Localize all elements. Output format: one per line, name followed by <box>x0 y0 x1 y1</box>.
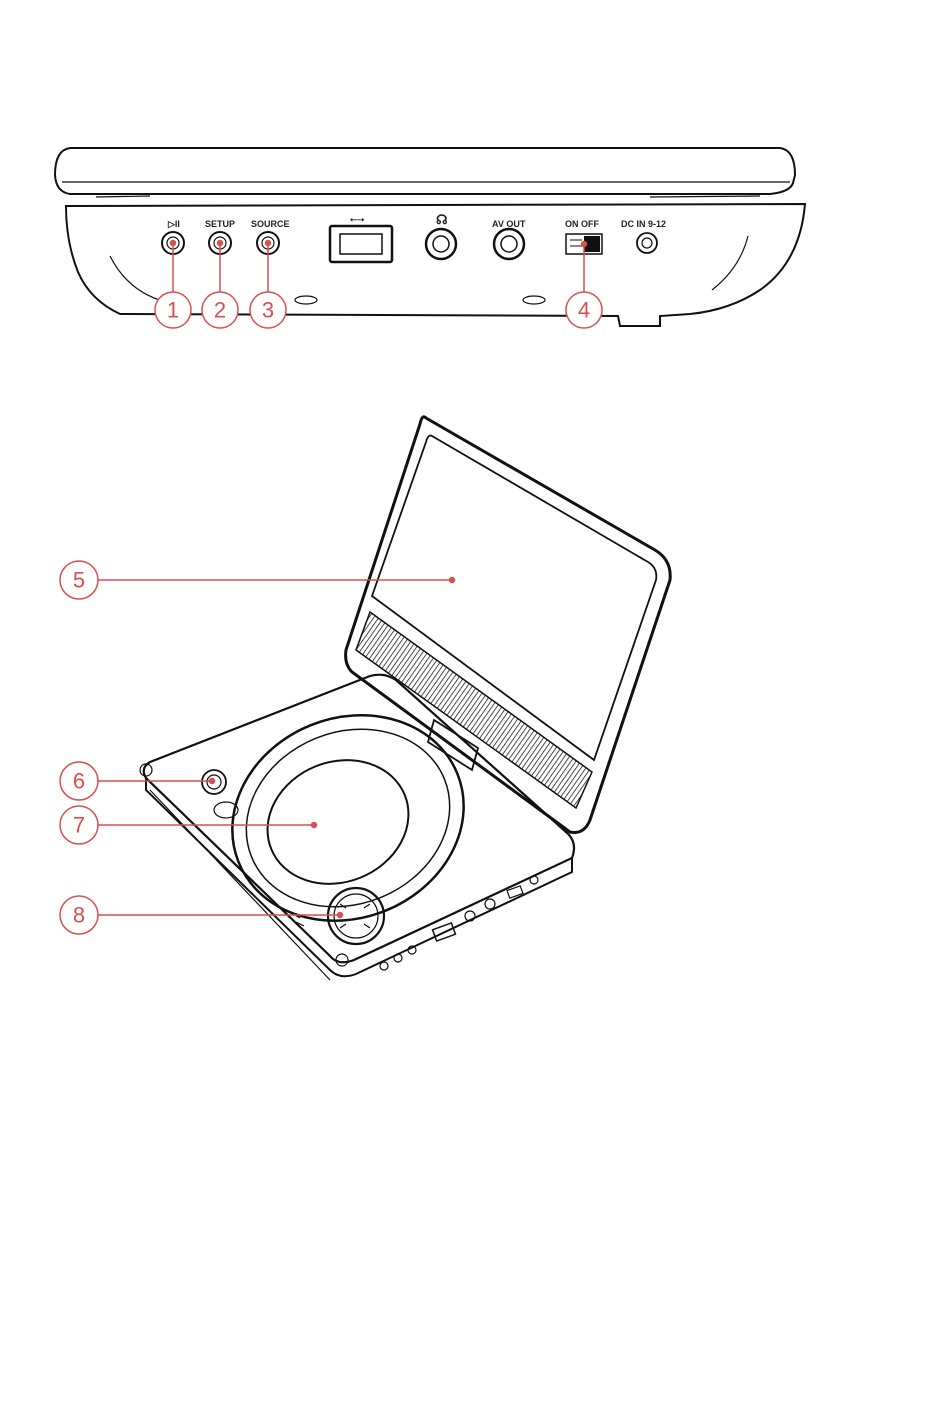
front-port <box>380 962 388 970</box>
on-off-label: ON OFF <box>565 219 599 229</box>
play-pause-label: ▷II <box>167 219 180 229</box>
av-out-label: AV OUT <box>492 219 526 229</box>
source-label: SOURCE <box>251 219 290 229</box>
callout-2: 2 <box>214 298 226 323</box>
setup-label: SETUP <box>205 219 235 229</box>
side-lid <box>55 148 795 194</box>
callout-1: 1 <box>167 298 179 323</box>
front-port <box>485 899 495 909</box>
dc-in-label: DC IN 9-12 <box>621 219 666 229</box>
callout-8: 8 <box>73 903 85 928</box>
speaker-grille <box>356 612 592 808</box>
callout-5: 5 <box>73 568 85 593</box>
navigation-pad <box>328 888 384 944</box>
headphone-icon: ☊ <box>436 212 448 227</box>
front-port <box>530 876 538 884</box>
player-view <box>140 417 670 980</box>
callout-3: 3 <box>262 298 274 323</box>
callout-6: 6 <box>73 769 85 794</box>
player-callouts <box>60 561 455 934</box>
callout-7: 7 <box>73 813 85 838</box>
screw <box>295 296 317 304</box>
screen-lid <box>346 417 671 833</box>
lcd-screen <box>372 436 656 760</box>
side-port-labels: ▷II SETUP SOURCE ⭠⭢ ☊ AV OUT ON OFF DC I… <box>167 212 666 229</box>
callout-4: 4 <box>578 298 590 323</box>
usb-icon: ⭠⭢ <box>350 214 365 224</box>
av-out-jack <box>494 229 524 259</box>
headphone-jack <box>426 229 456 259</box>
dc-in-jack <box>637 233 657 253</box>
screw <box>523 296 545 304</box>
